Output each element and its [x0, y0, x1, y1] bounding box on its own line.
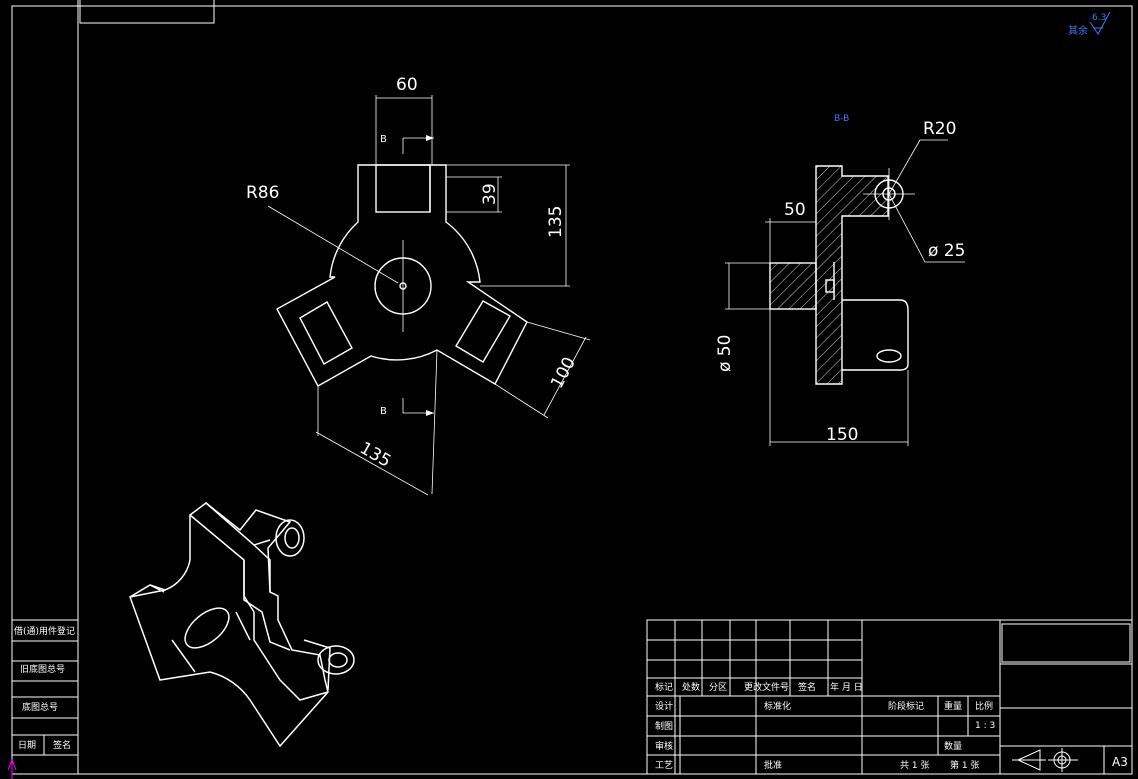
- side-table-old-no: 旧底图总号: [20, 663, 65, 675]
- ucs-arrow-icon: [7, 758, 17, 779]
- dim-height-135: 135: [546, 206, 566, 238]
- projection-symbol-icon: [1012, 748, 1078, 772]
- title-block: 标记 处数 分区 更改文件号 签名 年 月 日 设计 标准化 阶段标记 重量 比…: [646, 619, 1133, 775]
- dim-width-60: 60: [396, 75, 418, 95]
- roughness-value: 6.3: [1092, 13, 1106, 23]
- dim-shaft-50: ø 50: [715, 335, 735, 372]
- title-header-mark: 标记: [655, 681, 673, 693]
- title-header-count: 处数: [682, 681, 700, 693]
- title-standard: 标准化: [764, 700, 791, 712]
- title-header-change: 更改文件号: [744, 681, 789, 693]
- title-header-date: 年 月 日: [830, 681, 863, 693]
- title-draw: 制图: [655, 720, 673, 732]
- title-quantity: 数量: [944, 740, 962, 752]
- section-mark-bottom: B: [380, 406, 387, 417]
- title-scale-value: 1 : 3: [975, 721, 995, 731]
- title-stage: 阶段标记: [888, 700, 924, 712]
- title-header-sign: 签名: [798, 681, 816, 693]
- sheet-format: A3: [1112, 755, 1128, 769]
- dim-arm-100: 100: [547, 354, 580, 392]
- roughness-label: 其余: [1068, 24, 1088, 37]
- hole-dia-25: ø 25: [928, 241, 965, 261]
- title-approve: 批准: [764, 759, 782, 771]
- front-view: 60 39 135 R86 100 135 B B: [246, 75, 591, 496]
- isometric-view: [129, 502, 355, 748]
- roughness-check-icon: [1089, 11, 1111, 35]
- title-process: 工艺: [655, 760, 673, 771]
- title-header-zone: 分区: [709, 682, 727, 693]
- side-table-base-no: 底图总号: [22, 701, 58, 713]
- radius-r20: R20: [923, 119, 956, 139]
- section-label: B-B: [834, 114, 849, 124]
- side-table-date: 日期: [18, 740, 36, 751]
- title-sheet-no: 第 1 张: [950, 759, 979, 771]
- roughness-symbol: 其余 6.3: [1068, 11, 1111, 37]
- title-sheets-total: 共 1 张: [900, 760, 929, 771]
- dim-boss-50: 50: [784, 200, 806, 220]
- title-scale: 比例: [975, 700, 993, 712]
- section-view: B-B R20: [715, 114, 965, 446]
- side-table: 借(通)用件登记 旧底图总号 底图总号 日期 签名: [7, 619, 79, 779]
- side-table-sign: 签名: [53, 739, 71, 751]
- dim-length-150: 150: [826, 425, 858, 445]
- title-check: 审核: [655, 740, 673, 752]
- title-design: 设计: [655, 700, 673, 712]
- title-weight: 重量: [944, 700, 962, 712]
- side-table-borrow: 借(通)用件登记: [14, 625, 75, 637]
- dim-slot-39: 39: [480, 183, 500, 205]
- section-mark-top: B: [380, 134, 387, 145]
- radius-r86: R86: [246, 183, 279, 203]
- dim-arm-135: 135: [356, 438, 394, 472]
- drawing-frame: [11, 0, 1133, 775]
